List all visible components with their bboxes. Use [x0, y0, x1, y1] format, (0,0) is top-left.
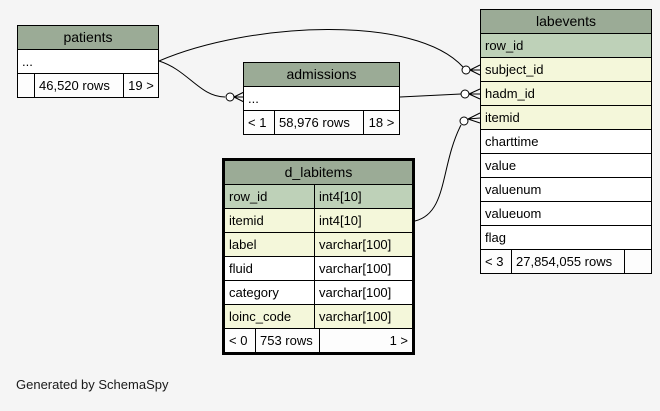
column-type: int4[10]	[314, 209, 412, 232]
column-name: itemid	[485, 110, 520, 125]
column-row[interactable]: row_id	[481, 34, 651, 58]
table-admissions-title[interactable]: admissions	[244, 63, 399, 87]
column-name: itemid	[229, 213, 264, 228]
column-row[interactable]: fluid varchar[100]	[225, 257, 412, 281]
row-count: 46,520 rows	[35, 74, 124, 97]
column-row[interactable]: category varchar[100]	[225, 281, 412, 305]
crow-foot-icon	[467, 112, 481, 124]
row-count: 58,976 rows	[275, 111, 364, 134]
column-row[interactable]: charttime	[481, 130, 651, 154]
edge-patients-labevents	[158, 29, 481, 76]
edge-line	[158, 60, 226, 98]
edge-admissions-labevents	[399, 88, 481, 100]
table-admissions-footer: < 1 58,976 rows 18 >	[244, 111, 399, 134]
generated-by-label: Generated by SchemaSpy	[16, 377, 169, 392]
column-type: varchar[100]	[314, 281, 412, 304]
zero-or-more-circle	[225, 92, 235, 102]
crow-foot-icon	[233, 91, 245, 103]
column-name: label	[229, 237, 257, 252]
column-name: fluid	[229, 261, 253, 276]
column-row[interactable]: flag	[481, 226, 651, 250]
row-count: 27,854,055 rows	[512, 250, 625, 273]
edge-patients-admissions	[158, 60, 245, 103]
column-row[interactable]: valueuom	[481, 202, 651, 226]
edge-line	[414, 124, 462, 222]
parents-count: < 3	[481, 250, 512, 273]
zero-or-more-circle	[461, 65, 471, 75]
row-count: 753 rows	[256, 329, 320, 352]
column-name: value	[485, 158, 517, 173]
column-type: varchar[100]	[314, 257, 412, 280]
table-patients-title[interactable]: patients	[18, 26, 158, 50]
table-d-labitems-title[interactable]: d_labitems	[225, 161, 412, 185]
column-name: loinc_code	[229, 309, 292, 324]
table-labevents-title[interactable]: labevents	[481, 10, 651, 34]
parents-count: < 1	[244, 111, 275, 134]
column-row[interactable]: subject_id	[481, 58, 651, 82]
edge-line	[399, 93, 462, 98]
column-row[interactable]: loinc_code varchar[100]	[225, 305, 412, 329]
column-row[interactable]: row_id int4[10]	[225, 185, 412, 209]
table-admissions[interactable]: admissions ... < 1 58,976 rows 18 >	[243, 62, 400, 135]
parents-count	[18, 74, 35, 97]
column-type: int4[10]	[314, 185, 412, 208]
children-count: 18 >	[368, 115, 395, 130]
column-name: category	[229, 285, 279, 300]
table-labevents[interactable]: labevents row_id subject_id hadm_id item…	[480, 9, 652, 274]
children-count: 1 >	[389, 333, 408, 348]
column-row[interactable]: itemid	[481, 106, 651, 130]
table-patients-footer: 46,520 rows 19 >	[18, 74, 158, 97]
column-row[interactable]: valuenum	[481, 178, 651, 202]
table-patients-collapsed-columns: ...	[18, 50, 158, 74]
zero-or-more-circle	[460, 89, 470, 99]
column-name: charttime	[485, 134, 539, 149]
column-row[interactable]: hadm_id	[481, 82, 651, 106]
column-name: row_id	[485, 38, 524, 53]
table-labevents-footer: < 3 27,854,055 rows	[481, 250, 651, 273]
table-d-labitems-footer: < 0 753 rows 1 >	[225, 329, 412, 352]
edge-dlabitems-labevents	[414, 112, 481, 222]
column-name: subject_id	[485, 62, 544, 77]
column-row[interactable]: itemid int4[10]	[225, 209, 412, 233]
table-admissions-collapsed-columns: ...	[244, 87, 399, 111]
children-count: 19 >	[128, 78, 154, 93]
column-name: hadm_id	[485, 86, 535, 101]
children-count	[625, 250, 651, 273]
column-name: valueuom	[485, 206, 542, 221]
column-row[interactable]: label varchar[100]	[225, 233, 412, 257]
column-type: varchar[100]	[314, 305, 412, 328]
table-patients[interactable]: patients ... 46,520 rows 19 >	[17, 25, 159, 98]
column-type: varchar[100]	[314, 233, 412, 256]
column-name: flag	[485, 230, 506, 245]
column-name: valuenum	[485, 182, 542, 197]
table-d-labitems[interactable]: d_labitems row_id int4[10] itemid int4[1…	[222, 158, 415, 355]
crow-foot-icon	[469, 64, 481, 76]
ellipsis-label: ...	[22, 54, 33, 69]
ellipsis-label: ...	[248, 91, 259, 106]
edge-line	[158, 29, 464, 68]
column-row[interactable]: value	[481, 154, 651, 178]
parents-count: < 0	[225, 329, 256, 352]
zero-or-more-circle	[459, 116, 469, 126]
crow-foot-icon	[468, 88, 481, 100]
column-name: row_id	[229, 189, 268, 204]
